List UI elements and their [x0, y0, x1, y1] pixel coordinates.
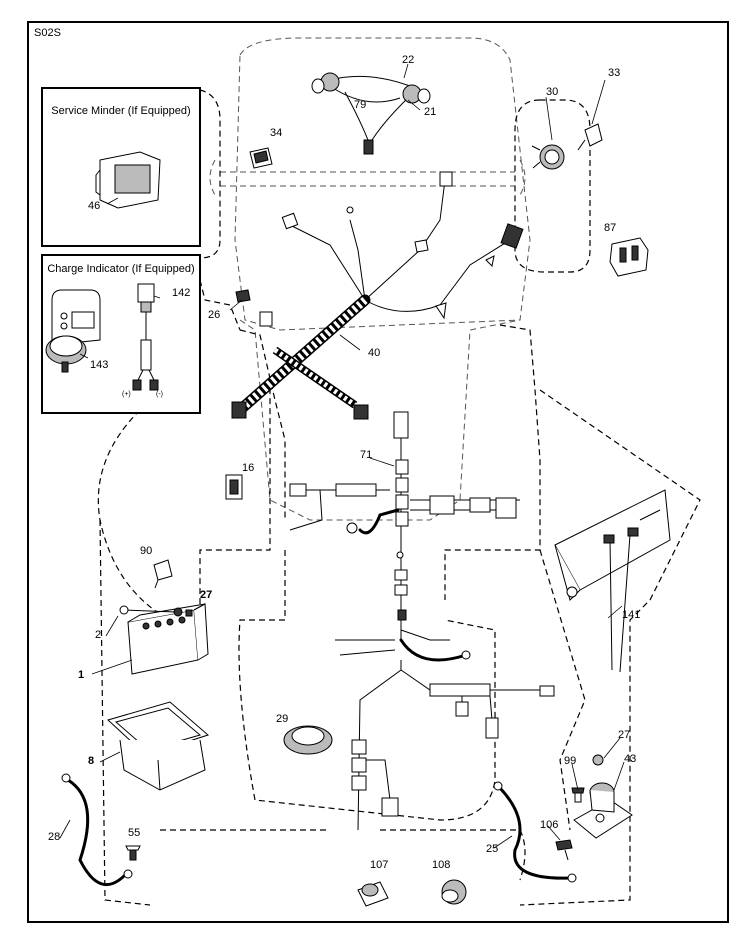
switch-34	[249, 147, 273, 169]
label-99: 99	[564, 755, 576, 767]
label-142: 142	[172, 287, 190, 299]
page-code: S02S	[34, 27, 61, 39]
leader-lines	[59, 63, 625, 849]
label-108: 108	[432, 859, 450, 871]
label-27-battery: 27	[200, 589, 212, 601]
charge-positive-label: (+)	[122, 391, 131, 398]
label-8: 8	[88, 755, 94, 767]
charge-indicator-gauge	[45, 289, 101, 373]
label-71: 71	[360, 449, 372, 461]
bolt-55	[125, 845, 141, 861]
label-25: 25	[486, 843, 498, 855]
headlight-harness	[311, 72, 431, 155]
label-79: 79	[354, 99, 366, 111]
charge-negative-label: (-)	[156, 391, 163, 398]
label-21: 21	[424, 106, 436, 118]
relay-16	[225, 474, 243, 500]
label-34: 34	[270, 127, 282, 139]
label-141: 141	[622, 609, 640, 621]
screw-99	[571, 787, 585, 803]
label-1: 1	[78, 669, 84, 681]
page-border	[27, 21, 729, 923]
part-29	[283, 725, 333, 755]
battery-cable-28	[61, 773, 133, 886]
service-minder-module	[95, 151, 161, 209]
charge-indicator-title: Charge Indicator (If Equipped)	[47, 263, 194, 275]
relay-87	[609, 237, 649, 277]
label-46: 46	[88, 200, 100, 212]
ignition-key-33	[577, 123, 603, 151]
label-106: 106	[540, 819, 558, 831]
label-16: 16	[242, 462, 254, 474]
label-40: 40	[368, 347, 380, 359]
connector-26	[235, 289, 251, 303]
label-143: 143	[90, 359, 108, 371]
label-26: 26	[208, 309, 220, 321]
part-90	[153, 559, 173, 589]
nut-27-solenoid	[592, 754, 604, 766]
label-90: 90	[140, 545, 152, 557]
label-33: 33	[608, 67, 620, 79]
label-43: 43	[624, 753, 636, 765]
part-labels: 22 79 21 34 30 33 87 46 142 26 143 40 71…	[48, 54, 640, 871]
battery-1	[127, 603, 209, 675]
battery-nut-27	[173, 607, 183, 617]
charge-indicator-harness: (+) (-)	[122, 283, 163, 398]
label-30: 30	[546, 86, 558, 98]
label-29: 29	[276, 713, 288, 725]
harness-71	[289, 411, 520, 662]
label-2: 2	[95, 629, 101, 641]
part-108	[441, 879, 467, 905]
label-28: 28	[48, 831, 60, 843]
service-minder-title: Service Minder (If Equipped)	[51, 105, 190, 117]
label-107: 107	[370, 859, 388, 871]
inset-charge-indicator: Charge Indicator (If Equipped) (+) (-)	[41, 254, 201, 414]
clip-106	[555, 839, 573, 861]
tractor-ghost-outline	[209, 37, 531, 521]
label-55: 55	[128, 827, 140, 839]
ignition-switch-30	[531, 144, 565, 170]
main-harness-40	[231, 171, 524, 420]
label-87: 87	[604, 222, 616, 234]
solenoid-43	[573, 782, 633, 839]
part-107	[357, 881, 389, 907]
label-27-solenoid: 27	[618, 729, 630, 741]
battery-cable-25	[493, 781, 577, 883]
battery-bolt-2	[119, 605, 176, 615]
lower-harness	[351, 660, 555, 831]
inset-service-minder: Service Minder (If Equipped)	[41, 87, 201, 247]
label-22: 22	[402, 54, 414, 66]
bracket-141	[554, 489, 671, 673]
battery-tray-8	[107, 701, 209, 791]
